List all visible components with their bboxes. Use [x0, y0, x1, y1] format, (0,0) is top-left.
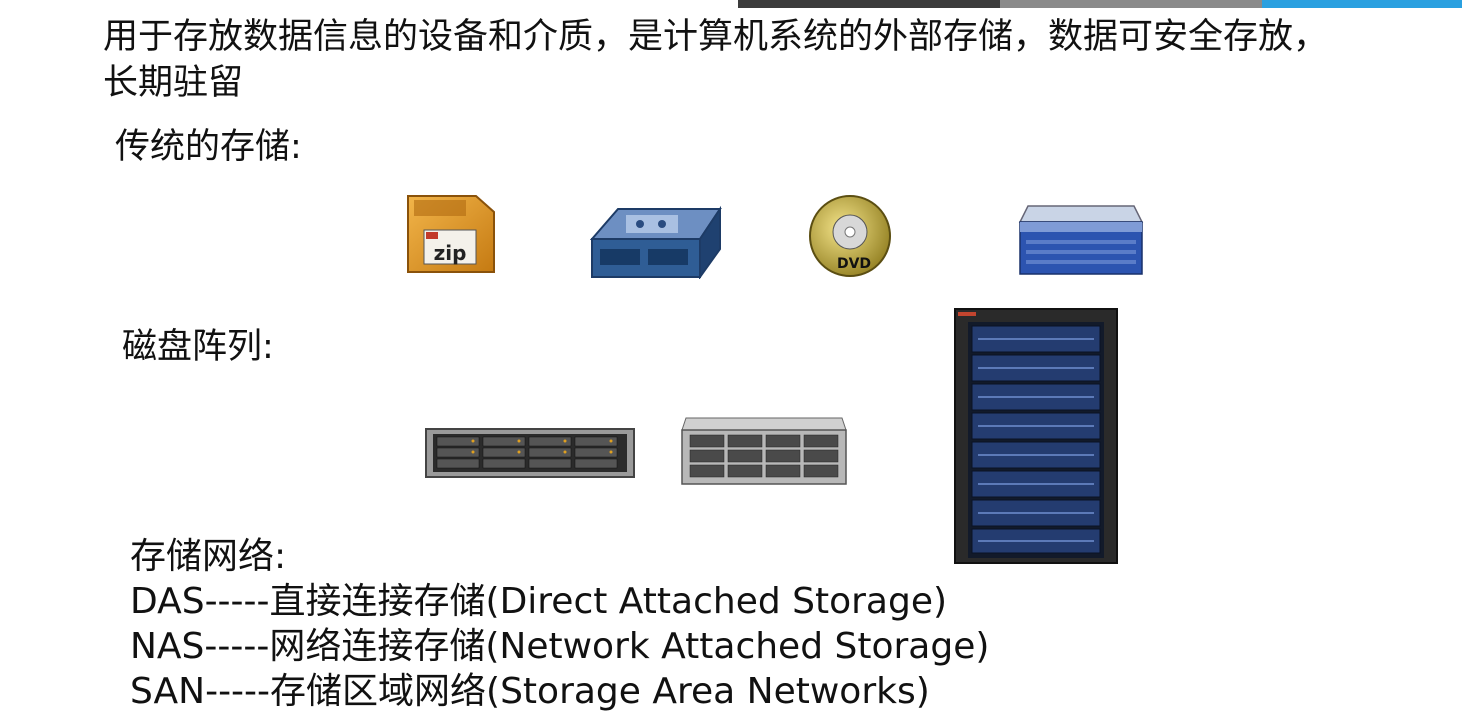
disk-array-heading: 磁盘阵列:: [122, 327, 274, 367]
top-accent-bar-blue: [1262, 0, 1462, 8]
storage-network-heading: 存储网络:: [130, 536, 287, 577]
zip-label: zip: [434, 241, 467, 265]
top-accent-bar-dark: [738, 0, 1000, 8]
dvd-disc-icon: DVD: [809, 195, 891, 277]
das-line: DAS-----直接连接存储(Direct Attached Storage): [130, 581, 948, 622]
disk-array-3u-icon: [681, 417, 847, 485]
storage-rack-cabinet-icon: [954, 308, 1118, 564]
rack-server-icon: [1018, 205, 1144, 275]
disk-array-2u-icon: [425, 428, 635, 478]
intro-text-line1: 用于存放数据信息的设备和介质，是计算机系统的外部存储，数据可安全存放，: [103, 17, 1329, 57]
nas-line: NAS-----网络连接存储(Network Attached Storage): [130, 626, 990, 667]
top-accent-bar-gray: [1000, 0, 1262, 8]
san-line: SAN-----存储区域网络(Storage Area Networks): [130, 671, 930, 712]
dvd-label: DVD: [837, 256, 871, 272]
intro-text-line2: 长期驻留: [103, 63, 244, 103]
traditional-storage-heading: 传统的存储:: [115, 127, 302, 167]
external-drive-icon: [590, 205, 722, 279]
zip-disk-icon: zip: [407, 195, 495, 273]
